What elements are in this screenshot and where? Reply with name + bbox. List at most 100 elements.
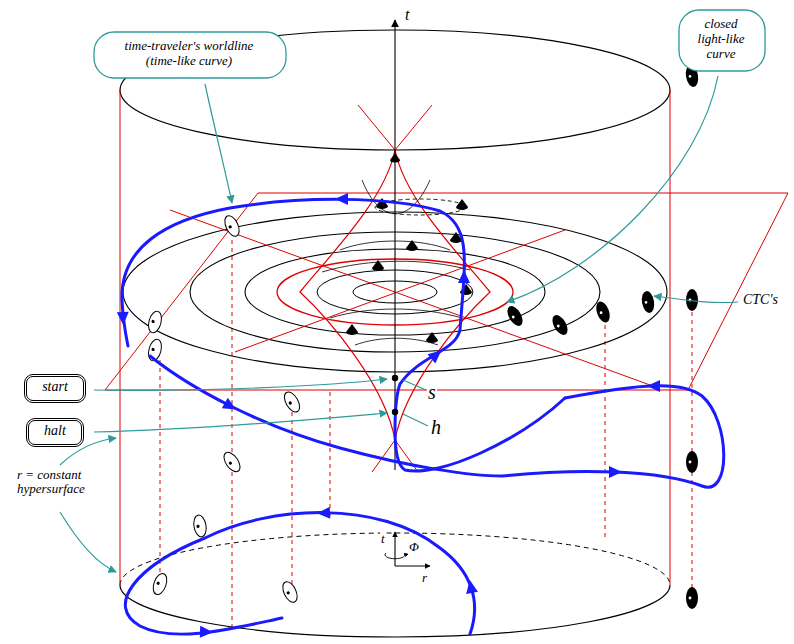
- tiny-cone: [346, 324, 358, 335]
- projection-line: [232, 240, 233, 630]
- light-cones-filled: [504, 64, 700, 609]
- coord-axis-t: [394, 532, 395, 566]
- cone-dot: [644, 301, 647, 304]
- cone-dot: [228, 461, 232, 465]
- direction-arrow: [647, 380, 660, 392]
- event-point: [392, 375, 398, 381]
- cylinder-side: [670, 90, 671, 585]
- tiny-cone: [406, 240, 418, 251]
- callout-border: [679, 10, 765, 71]
- direction-arrow: [335, 193, 348, 205]
- leader-line: [654, 296, 738, 303]
- angle-label: Φ: [408, 540, 420, 554]
- direction-arrow: [200, 626, 213, 638]
- worldline-arrows: [117, 193, 660, 638]
- callout-bubble: closed light-like curve: [678, 9, 766, 72]
- tiny-cone: [390, 153, 400, 163]
- light-cone: [222, 213, 242, 238]
- cone-side: [395, 150, 490, 440]
- halt-state-box: halt: [26, 418, 84, 447]
- cylinder-side: [120, 90, 121, 585]
- light-cone: [151, 572, 170, 597]
- tiny-cone: [456, 199, 468, 210]
- light-cone: [281, 389, 302, 414]
- region-label: CTC's: [742, 292, 779, 307]
- direction-arrow: [464, 579, 478, 594]
- node-text: start: [41, 379, 69, 395]
- axis-label: r: [421, 571, 428, 585]
- light-cone: [686, 451, 698, 473]
- node-text: closed light-like curve: [690, 17, 752, 62]
- leader-line: [403, 414, 428, 426]
- light-cone: [504, 303, 525, 328]
- rotation-arrow: [385, 553, 405, 559]
- light-cone: [640, 290, 656, 314]
- tiny-cones: [346, 153, 472, 343]
- projection-line: [330, 392, 331, 520]
- light-cone: [549, 312, 570, 337]
- leader-lines: [60, 76, 738, 572]
- cone-outline: [151, 572, 170, 597]
- cone-outline: [146, 310, 163, 334]
- cone-dot: [689, 597, 692, 600]
- axis-label: t: [380, 532, 386, 546]
- direction-arrow: [117, 312, 129, 325]
- point-label: s: [427, 381, 437, 403]
- cone-curve: [322, 261, 470, 272]
- cone-dot: [151, 348, 155, 352]
- worldline-segment: [125, 513, 474, 635]
- light-cones-open: [146, 213, 302, 604]
- hypersurface-label: r = constant hypersurface: [16, 468, 110, 497]
- leader-line: [94, 379, 387, 390]
- leader-line: [60, 512, 116, 572]
- projection-line: [605, 325, 606, 540]
- cone-dot: [599, 311, 603, 315]
- cone-dot: [689, 461, 692, 464]
- cone-dot: [228, 225, 232, 229]
- cone-dot: [286, 591, 290, 595]
- cone-dot: [156, 581, 160, 585]
- node-text: halt: [43, 423, 67, 439]
- direction-arrow: [222, 398, 239, 415]
- cone-curve: [330, 309, 462, 318]
- leader-line: [507, 76, 718, 302]
- cone-outline: [222, 213, 242, 238]
- light-cone: [686, 587, 698, 609]
- start-state-box: start: [24, 374, 86, 403]
- direction-arrow: [609, 466, 622, 478]
- cone-outline: [594, 300, 613, 325]
- cone-outline: [640, 290, 656, 314]
- direction-arrow: [458, 270, 470, 283]
- cone-outline: [192, 514, 208, 538]
- cone-outline: [686, 587, 698, 609]
- cone-dot: [688, 75, 691, 78]
- cone-dot: [196, 524, 200, 528]
- leader-line: [205, 84, 232, 203]
- projection-line: [292, 412, 293, 585]
- cone-outline: [549, 312, 570, 337]
- projection-line: [160, 360, 161, 575]
- worldline-segment: [122, 199, 565, 471]
- cone-dot: [556, 324, 560, 328]
- tiny-cone: [426, 332, 438, 343]
- light-cone: [594, 300, 613, 325]
- worldline: [122, 199, 724, 634]
- leader-line: [403, 380, 426, 390]
- cone-outline: [504, 303, 525, 328]
- cone-dot: [511, 315, 515, 319]
- cone-outline: [686, 451, 698, 473]
- direction-arrow: [317, 507, 330, 519]
- axis-label: t: [404, 6, 410, 24]
- hyperplane: [105, 193, 788, 390]
- cone-side: [300, 150, 395, 440]
- plane-axis: [235, 230, 565, 352]
- plane-axis: [170, 210, 650, 385]
- light-cone: [192, 514, 208, 538]
- cone-dot: [151, 320, 155, 324]
- cone-outline: [280, 579, 300, 604]
- cone-curve: [355, 338, 438, 345]
- cylinder-bottom-back: [120, 533, 670, 585]
